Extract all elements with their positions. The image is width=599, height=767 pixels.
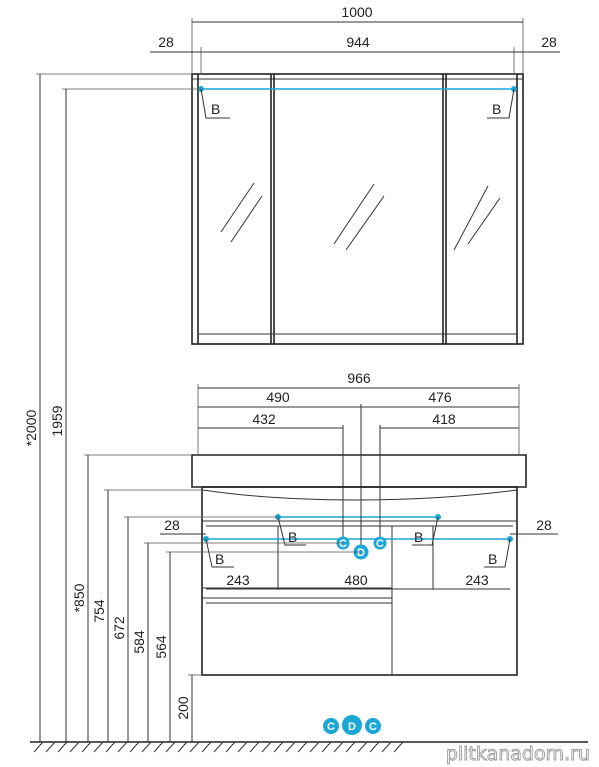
- svg-text:D: D: [348, 721, 356, 733]
- floor-hatch-stroke: [45, 741, 56, 753]
- vanity-light-b-lower-left: B: [205, 538, 234, 568]
- svg-text:B: B: [215, 551, 224, 567]
- floor-hatch-stroke: [309, 741, 320, 753]
- floor-hatch-stroke: [33, 741, 44, 753]
- floor-hatch-stroke: [117, 741, 128, 753]
- svg-text:C: C: [327, 721, 335, 733]
- floor-hatch-stroke: [153, 741, 164, 753]
- dim-vanity-28-sides: 28 28: [160, 517, 558, 535]
- svg-text:944: 944: [346, 34, 370, 50]
- svg-text:B: B: [414, 529, 423, 545]
- svg-text:28: 28: [164, 517, 180, 533]
- floor-hatch-stroke: [165, 741, 176, 753]
- floor-hatch-stroke: [333, 741, 344, 753]
- svg-text:B: B: [488, 551, 497, 567]
- dim-vanity-drawers: 243 480 243: [206, 572, 510, 590]
- svg-text:C: C: [339, 538, 347, 550]
- svg-text:754: 754: [91, 599, 107, 623]
- mirror-light-b-right: B: [487, 88, 515, 119]
- floor-hatch-icon: [30, 741, 588, 753]
- floor-hatch-stroke: [105, 741, 116, 753]
- floor-hatch-stroke: [69, 741, 80, 753]
- svg-text:418: 418: [432, 411, 456, 427]
- vanity-light-b-lower-right: B: [484, 538, 511, 568]
- svg-text:966: 966: [347, 370, 371, 386]
- floor-hatch-stroke: [57, 741, 68, 753]
- svg-text:28: 28: [541, 34, 557, 50]
- floor-hatch-stroke: [177, 741, 188, 753]
- floor-hatch-stroke: [357, 741, 368, 753]
- vanity-light-b-upper-left: B: [277, 516, 306, 546]
- floor-hatch-stroke: [201, 741, 212, 753]
- floor-hatch-stroke: [93, 741, 104, 753]
- floor-hatch-stroke: [261, 741, 272, 753]
- floor-hatch-stroke: [297, 741, 308, 753]
- floor-connection-c-left-icon: C: [323, 718, 339, 734]
- svg-text:B: B: [288, 529, 297, 545]
- floor-hatch-stroke: [345, 741, 356, 753]
- svg-text:1000: 1000: [341, 4, 372, 20]
- svg-text:C: C: [376, 538, 384, 550]
- connection-c-right-icon: C: [373, 536, 387, 550]
- svg-text:672: 672: [111, 616, 127, 640]
- floor-connection-d-icon: D: [342, 715, 362, 735]
- floor-hatch-stroke: [249, 741, 260, 753]
- svg-text:1959: 1959: [49, 405, 65, 436]
- floor-hatch-stroke: [225, 741, 236, 753]
- svg-text:480: 480: [344, 572, 368, 588]
- svg-text:432: 432: [252, 411, 276, 427]
- svg-text:490: 490: [266, 389, 290, 405]
- svg-text:*2000: *2000: [23, 409, 39, 446]
- floor-connections: C D C: [323, 715, 381, 735]
- mirror-light-b-left: B: [200, 88, 230, 119]
- mirror-cabinet: B B: [191, 73, 524, 345]
- svg-text:C: C: [369, 721, 377, 733]
- dim-mirror-944: 944 28 28: [150, 34, 560, 74]
- floor-hatch-stroke: [369, 741, 380, 753]
- svg-text:B: B: [211, 101, 220, 117]
- floor-hatch-stroke: [189, 741, 200, 753]
- floor-hatch-stroke: [321, 741, 332, 753]
- svg-text:28: 28: [536, 517, 552, 533]
- floor-hatch-stroke: [141, 741, 152, 753]
- floor-hatch-stroke: [213, 741, 224, 753]
- floor-hatch-stroke: [381, 741, 392, 753]
- floor-hatch-stroke: [81, 741, 92, 753]
- mirror-glare-icon: [220, 182, 501, 251]
- vanity-unit: B B B B C D C: [191, 404, 527, 676]
- floor-hatch-stroke: [285, 741, 296, 753]
- floor-hatch-stroke: [273, 741, 284, 753]
- svg-text:476: 476: [428, 389, 452, 405]
- dim-vanity-490-476: 490 476: [198, 389, 519, 408]
- svg-text:564: 564: [153, 635, 169, 659]
- watermark: plitkanadom.ru: [446, 743, 590, 765]
- dim-mirror-1000: 1000: [191, 4, 524, 74]
- floor-connection-c-right-icon: C: [365, 718, 381, 734]
- dim-vanity-966: 966: [197, 370, 520, 455]
- svg-text:28: 28: [158, 34, 174, 50]
- svg-text:200: 200: [175, 696, 191, 720]
- svg-text:243: 243: [465, 572, 489, 588]
- svg-text:584: 584: [131, 630, 147, 654]
- svg-text:B: B: [492, 101, 501, 117]
- floor-hatch-stroke: [393, 741, 404, 753]
- floor-hatch-stroke: [237, 741, 248, 753]
- svg-text:243: 243: [226, 572, 250, 588]
- svg-text:*850: *850: [71, 583, 87, 612]
- floor-hatch-stroke: [129, 741, 140, 753]
- height-dimensions: *2000 1959 *850 754 672 584 564 200: [23, 73, 361, 742]
- svg-text:D: D: [357, 547, 365, 559]
- vanity-light-b-upper-right: B: [412, 516, 439, 546]
- dim-vanity-432-418: 432 418: [198, 411, 519, 429]
